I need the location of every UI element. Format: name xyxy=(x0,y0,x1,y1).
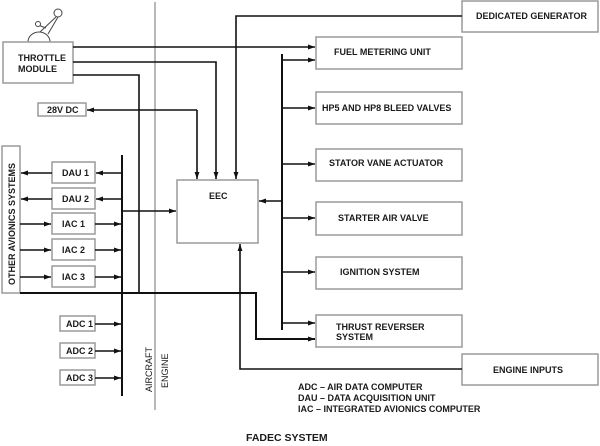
adc1-box: ADC 1 xyxy=(59,315,96,332)
dau1-label: DAU 1 xyxy=(62,168,89,178)
legend-adc: ADC – AIR DATA COMPUTER xyxy=(298,382,423,392)
starter-air-valve-label: STARTER AIR VALVE xyxy=(338,213,429,223)
fuel-metering-unit-box: FUEL METERING UNIT xyxy=(315,36,463,70)
thrust-reverser-box: THRUST REVERSER SYSTEM xyxy=(315,314,463,348)
aircraft-label: AIRCRAFT xyxy=(144,346,154,392)
eec-label: EEC xyxy=(209,191,228,201)
adc3-box: ADC 3 xyxy=(59,369,96,386)
adc1-label: ADC 1 xyxy=(66,319,93,329)
bleed-valves-box: HP5 AND HP8 BLEED VALVES xyxy=(315,91,463,125)
throttle-module-label-line1: THROTTLE xyxy=(18,53,66,63)
stator-vane-actuator-box: STATOR VANE ACTUATOR xyxy=(315,148,463,182)
adc3-label: ADC 3 xyxy=(66,373,93,383)
dau1-box: DAU 1 xyxy=(51,161,96,184)
adc2-box: ADC 2 xyxy=(59,342,96,359)
wire-throttle-to-bus xyxy=(73,74,140,293)
dedicated-generator-label: DEDICATED GENERATOR xyxy=(476,11,588,21)
power-28v-dc-label: 28V DC xyxy=(47,105,79,115)
wire-throttle-to-eec xyxy=(73,61,219,179)
thrust-reverser-label-line2: SYSTEM xyxy=(336,332,373,342)
power-28v-dc-box: 28V DC xyxy=(37,102,87,117)
throttle-module-box: THROTTLE MODULE xyxy=(2,41,74,84)
engine-inputs-label: ENGINE INPUTS xyxy=(493,365,563,375)
dau2-label: DAU 2 xyxy=(62,194,89,204)
fuel-metering-unit-label: FUEL METERING UNIT xyxy=(334,47,431,57)
throttle-lever-icon xyxy=(27,8,63,43)
iac3-box: IAC 3 xyxy=(51,265,96,288)
bleed-valves-label: HP5 AND HP8 BLEED VALVES xyxy=(322,103,451,113)
engine-label: ENGINE xyxy=(160,353,170,388)
legend-iac: IAC – INTEGRATED AVIONICS COMPUTER xyxy=(298,404,481,414)
iac2-box: IAC 2 xyxy=(51,238,96,261)
iac3-label: IAC 3 xyxy=(62,272,85,282)
eec-box: EEC xyxy=(176,179,259,244)
iac2-label: IAC 2 xyxy=(62,245,85,255)
ignition-system-label: IGNITION SYSTEM xyxy=(340,267,420,277)
wire-engine-inputs-to-eec xyxy=(237,244,462,370)
thrust-reverser-label-line1: THRUST REVERSER xyxy=(336,322,425,332)
dau2-box: DAU 2 xyxy=(51,187,96,210)
wire-generator-to-eec xyxy=(233,15,462,179)
starter-air-valve-box: STARTER AIR VALVE xyxy=(315,201,463,236)
iac1-box: IAC 1 xyxy=(51,212,96,235)
ignition-system-box: IGNITION SYSTEM xyxy=(315,256,463,290)
dedicated-generator-box: DEDICATED GENERATOR xyxy=(461,0,599,33)
engine-inputs-box: ENGINE INPUTS xyxy=(461,353,599,386)
diagram-title: FADEC SYSTEM xyxy=(246,432,328,444)
wire-aircraft-to-thrust-reverser xyxy=(20,292,315,342)
abbreviation-legend: ADC – AIR DATA COMPUTER DAU – DATA ACQUI… xyxy=(298,382,481,414)
iac1-label: IAC 1 xyxy=(62,219,85,229)
stator-vane-actuator-label: STATOR VANE ACTUATOR xyxy=(329,158,444,168)
adc2-label: ADC 2 xyxy=(66,346,93,356)
other-avionics-label: OTHER AVIONICS SYSTEMS xyxy=(7,163,17,285)
connection-wires xyxy=(20,15,462,396)
other-avionics-systems-box: OTHER AVIONICS SYSTEMS xyxy=(1,145,21,294)
legend-dau: DAU – DATA ACQUISITION UNIT xyxy=(298,393,436,403)
throttle-module-label-line2: MODULE xyxy=(18,64,57,74)
